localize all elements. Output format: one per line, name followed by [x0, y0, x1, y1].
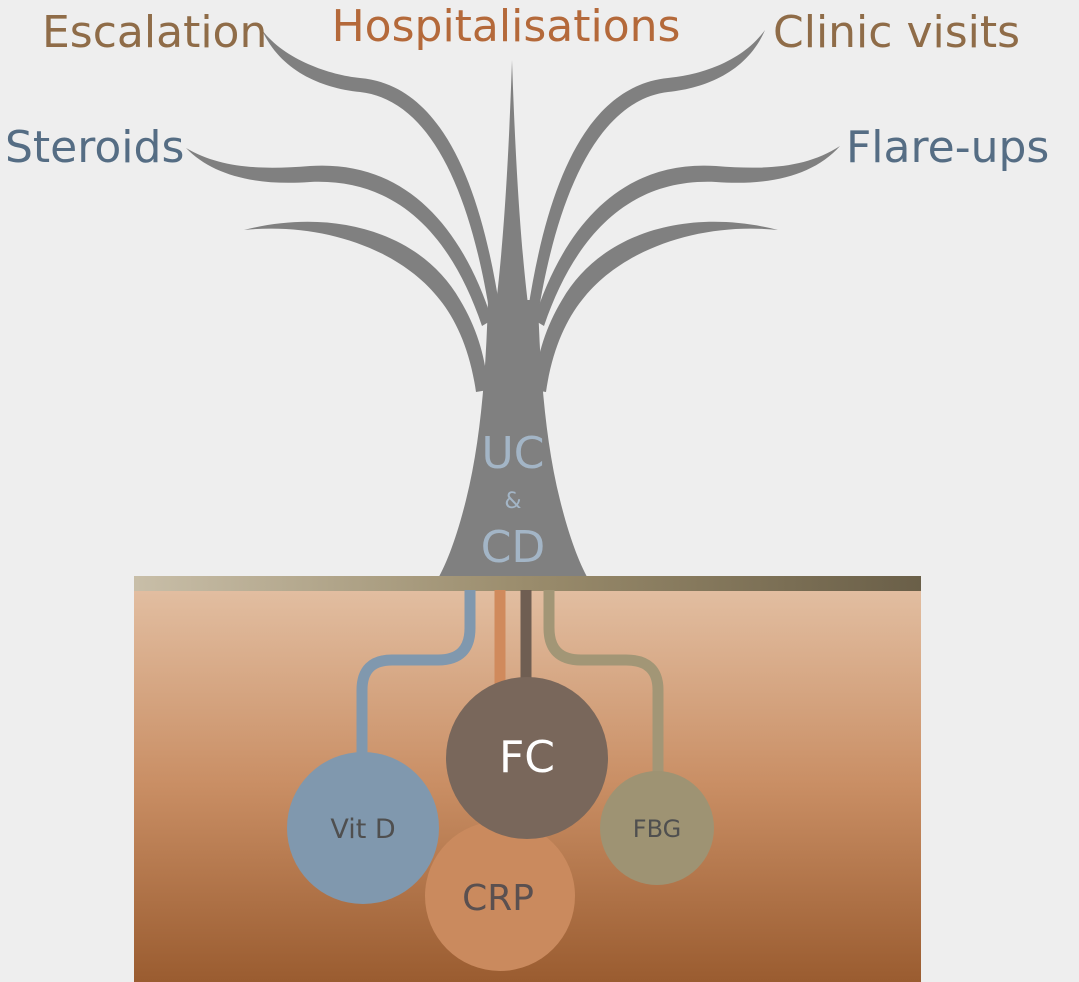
node-crp	[425, 821, 575, 971]
branch-lower-left	[244, 221, 488, 392]
node-label-fc: FC	[499, 732, 555, 783]
branch-flare-ups	[534, 146, 840, 326]
trunk-label-ampersand: &	[504, 489, 521, 514]
branch-escalation	[262, 30, 500, 315]
ground-line	[134, 576, 921, 591]
trunk-label-cd: CD	[481, 522, 546, 573]
label-steroids: Steroids	[5, 122, 184, 173]
branch-lower-right	[534, 221, 778, 392]
trunk	[436, 300, 590, 582]
root-vit-d	[356, 590, 476, 770]
label-escalation: Escalation	[42, 7, 267, 58]
label-hospitalisations: Hospitalisations	[332, 1, 681, 52]
label-flare-ups: Flare-ups	[846, 122, 1049, 173]
trunk-label-uc: UC	[482, 428, 545, 479]
root-fbg	[543, 590, 664, 780]
node-vit-d	[287, 752, 439, 904]
label-clinic-visits: Clinic visits	[773, 7, 1020, 58]
node-fbg	[600, 771, 714, 885]
node-label-crp: CRP	[462, 878, 534, 919]
node-fc	[446, 677, 608, 839]
root-nodes	[287, 677, 714, 971]
branch-clinic-visits	[528, 30, 765, 315]
branch-steroids	[186, 148, 492, 326]
node-label-fbg: FBG	[633, 815, 681, 843]
central-branch	[494, 60, 530, 320]
node-label-vit-d: Vit D	[330, 814, 395, 845]
tree	[186, 30, 840, 582]
